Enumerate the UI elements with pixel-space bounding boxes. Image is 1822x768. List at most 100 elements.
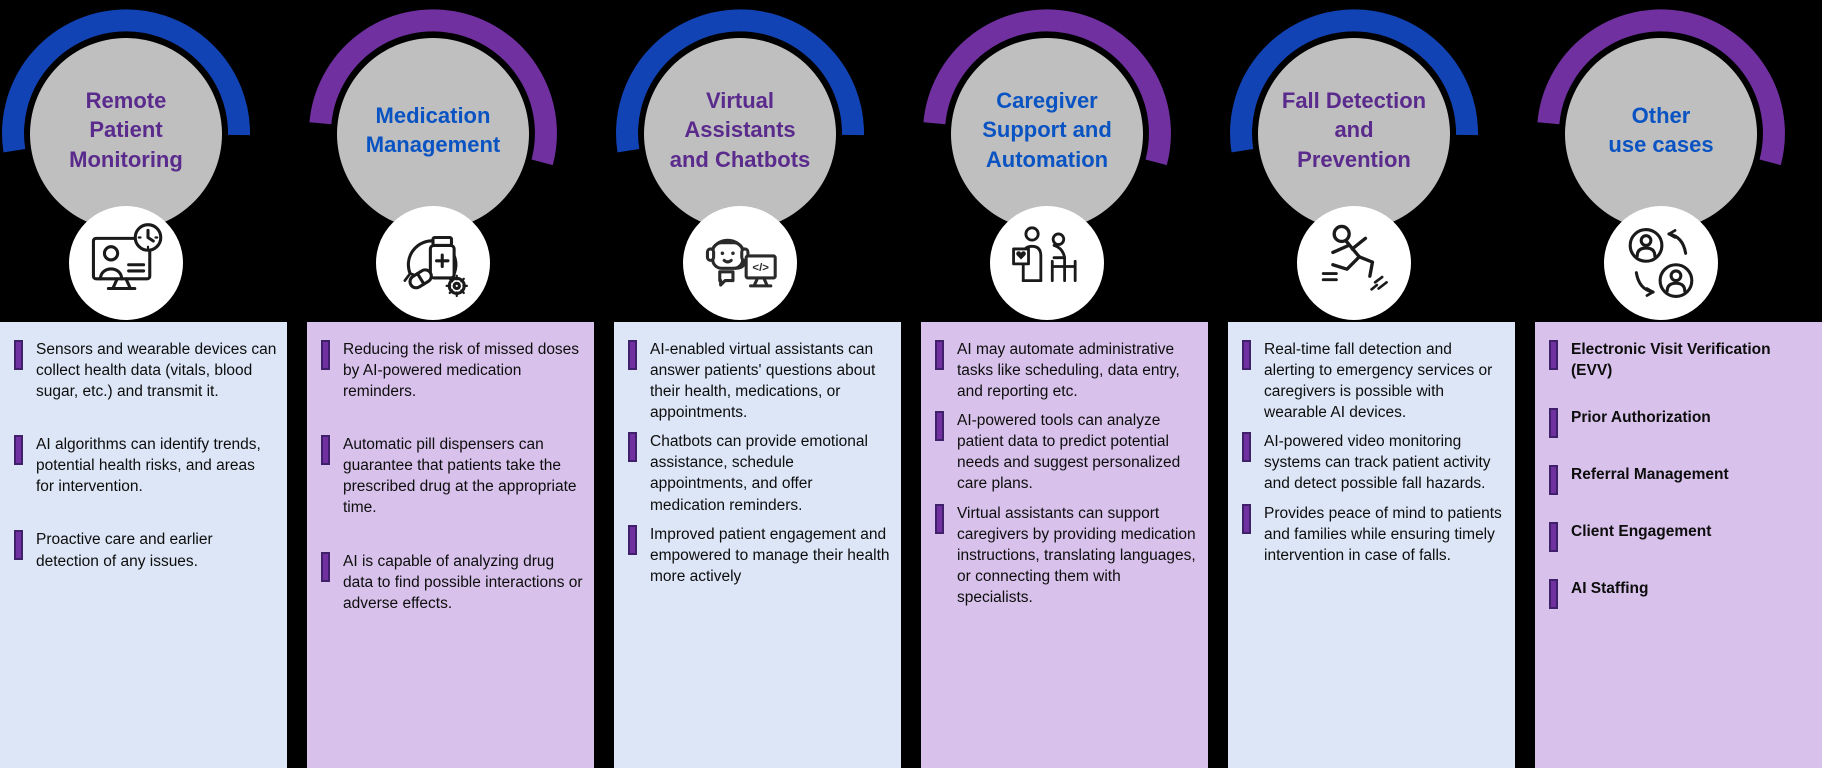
bullet-marker-icon	[1549, 408, 1558, 439]
bullet-item: AI Staffing	[1547, 577, 1812, 610]
bullet-text: Proactive care and earlier detection of …	[36, 531, 213, 570]
icon-medallion	[69, 206, 183, 320]
use-case-panel: Electronic Visit Verification (EVV)Prior…	[1535, 322, 1822, 768]
icon-medallion	[376, 206, 490, 320]
bullet-text: Client Engagement	[1571, 523, 1712, 541]
arc-decoration	[309, 9, 557, 166]
bullet-text: Virtual assistants can support caregiver…	[957, 504, 1196, 606]
bullet-item: Provides peace of mind to patients and f…	[1240, 502, 1505, 566]
bullet-item: AI-powered video monitoring systems can …	[1240, 430, 1505, 494]
bullet-text: Real-time fall detection and alerting to…	[1264, 341, 1493, 422]
arc-decoration	[923, 9, 1171, 166]
bullet-text: Chatbots can provide emotional assistanc…	[650, 433, 868, 514]
title-circle: Other use cases	[1565, 38, 1757, 230]
chatbot-headset-monitor-icon: </>	[705, 238, 777, 288]
bullet-marker-icon	[1549, 340, 1558, 370]
use-case-title: Virtual Assistants and Chatbots	[669, 88, 811, 172]
bullet-marker-icon	[321, 551, 330, 582]
bullet-item: Electronic Visit Verification (EVV)	[1547, 338, 1812, 381]
use-case-title: Medication Management	[365, 102, 501, 157]
use-case-column: Remote Patient Monitoring Sensors and we…	[0, 0, 287, 768]
bullet-marker-icon	[321, 340, 330, 370]
bullet-marker-icon	[628, 524, 637, 555]
bullet-text: AI algorithms can identify trends, poten…	[36, 436, 261, 496]
use-case-column: Virtual Assistants and Chatbots </> AI-e…	[614, 0, 901, 768]
use-case-header: Medication Management	[307, 0, 594, 322]
arc-decoration	[1537, 9, 1785, 166]
icon-medallion	[1604, 206, 1718, 320]
title-circle: Caregiver Support and Automation	[951, 38, 1143, 230]
bullet-text: AI may automate administrative tasks lik…	[957, 341, 1180, 401]
bullet-text: Provides peace of mind to patients and f…	[1264, 504, 1502, 564]
caregiver-patient-heart-icon	[1012, 226, 1077, 283]
bullet-item: AI algorithms can identify trends, poten…	[12, 433, 277, 497]
bullet-list: Electronic Visit Verification (EVV)Prior…	[1547, 338, 1812, 610]
bullet-item: Real-time fall detection and alerting to…	[1240, 338, 1505, 423]
bullet-text: Referral Management	[1571, 466, 1729, 484]
use-case-panel: AI may automate administrative tasks lik…	[921, 322, 1208, 768]
bullet-text: AI-enabled virtual assistants can answer…	[650, 341, 876, 422]
bullet-marker-icon	[935, 503, 944, 534]
bullet-text: AI-powered tools can analyze patient dat…	[957, 412, 1181, 493]
bullet-marker-icon	[1242, 432, 1251, 463]
bullet-text: Improved patient engagement and empowere…	[650, 525, 890, 585]
use-case-column: Caregiver Support and Automation AI may …	[921, 0, 1208, 768]
use-case-header: Fall Detection and Prevention	[1228, 0, 1515, 322]
title-circle: Virtual Assistants and Chatbots	[644, 38, 836, 230]
bullet-item: Reducing the risk of missed doses by AI-…	[319, 338, 584, 402]
use-case-title: Fall Detection and Prevention	[1281, 88, 1427, 172]
arc-decoration	[1230, 9, 1479, 153]
bullet-text: Electronic Visit Verification (EVV)	[1571, 341, 1771, 380]
arc-decoration	[616, 9, 865, 153]
pill-bottle-recycle-gear-icon	[403, 235, 468, 298]
bullet-text: AI-powered video monitoring systems can …	[1264, 433, 1491, 493]
use-case-header: Virtual Assistants and Chatbots </>	[614, 0, 901, 322]
bullet-marker-icon	[1242, 340, 1251, 370]
title-circle: Remote Patient Monitoring	[30, 38, 222, 230]
bullet-text: AI is capable of analyzing drug data to …	[343, 552, 583, 612]
use-case-title: Other use cases	[1608, 102, 1714, 157]
use-case-title: Remote Patient Monitoring	[69, 88, 183, 172]
title-circle: Fall Detection and Prevention	[1258, 38, 1450, 230]
bullet-text: Automatic pill dispensers can guarantee …	[343, 436, 577, 517]
icon-medallion	[1297, 206, 1411, 320]
use-case-column: Other use cases Electronic Visit Verific…	[1535, 0, 1822, 768]
bullet-item: Client Engagement	[1547, 520, 1812, 553]
bullet-list: AI-enabled virtual assistants can answer…	[626, 338, 891, 587]
use-case-header: Other use cases	[1535, 0, 1822, 322]
bullet-item: Sensors and wearable devices can collect…	[12, 338, 277, 402]
bullet-marker-icon	[14, 340, 23, 370]
bullet-marker-icon	[1549, 465, 1558, 496]
bullet-item: AI may automate administrative tasks lik…	[933, 338, 1198, 402]
title-circle: Medication Management	[337, 38, 529, 230]
arc-decoration	[2, 9, 251, 153]
icon-medallion: </>	[683, 206, 797, 320]
bullet-item: Proactive care and earlier detection of …	[12, 528, 277, 571]
bullet-item: AI is capable of analyzing drug data to …	[319, 550, 584, 614]
icon-medallion	[990, 206, 1104, 320]
bullet-marker-icon	[935, 411, 944, 442]
person-falling-icon	[1321, 224, 1388, 291]
bullet-text: Sensors and wearable devices can collect…	[36, 341, 277, 401]
people-exchange-icon	[1628, 228, 1694, 298]
bullet-item: Virtual assistants can support caregiver…	[933, 502, 1198, 608]
bullet-list: Real-time fall detection and alerting to…	[1240, 338, 1505, 566]
bullet-item: Improved patient engagement and empowere…	[626, 523, 891, 587]
bullet-item: Chatbots can provide emotional assistanc…	[626, 430, 891, 515]
bullet-marker-icon	[14, 530, 23, 561]
bullet-marker-icon	[1242, 503, 1251, 534]
use-case-column: Medication Management Reducing the risk …	[307, 0, 594, 768]
bullet-text: AI Staffing	[1571, 580, 1649, 598]
bullet-list: Reducing the risk of missed doses by AI-…	[319, 338, 584, 614]
use-case-column: Fall Detection and Prevention Real-time …	[1228, 0, 1515, 768]
bullet-marker-icon	[14, 435, 23, 466]
bullet-item: Automatic pill dispensers can guarantee …	[319, 433, 584, 518]
bullet-marker-icon	[1549, 522, 1558, 553]
monitor-patient-clock-icon	[91, 223, 163, 291]
bullet-marker-icon	[628, 432, 637, 463]
use-case-title: Caregiver Support and Automation	[982, 88, 1112, 172]
use-case-panel: Sensors and wearable devices can collect…	[0, 322, 287, 768]
bullet-marker-icon	[1549, 579, 1558, 610]
bullet-item: Referral Management	[1547, 463, 1812, 496]
